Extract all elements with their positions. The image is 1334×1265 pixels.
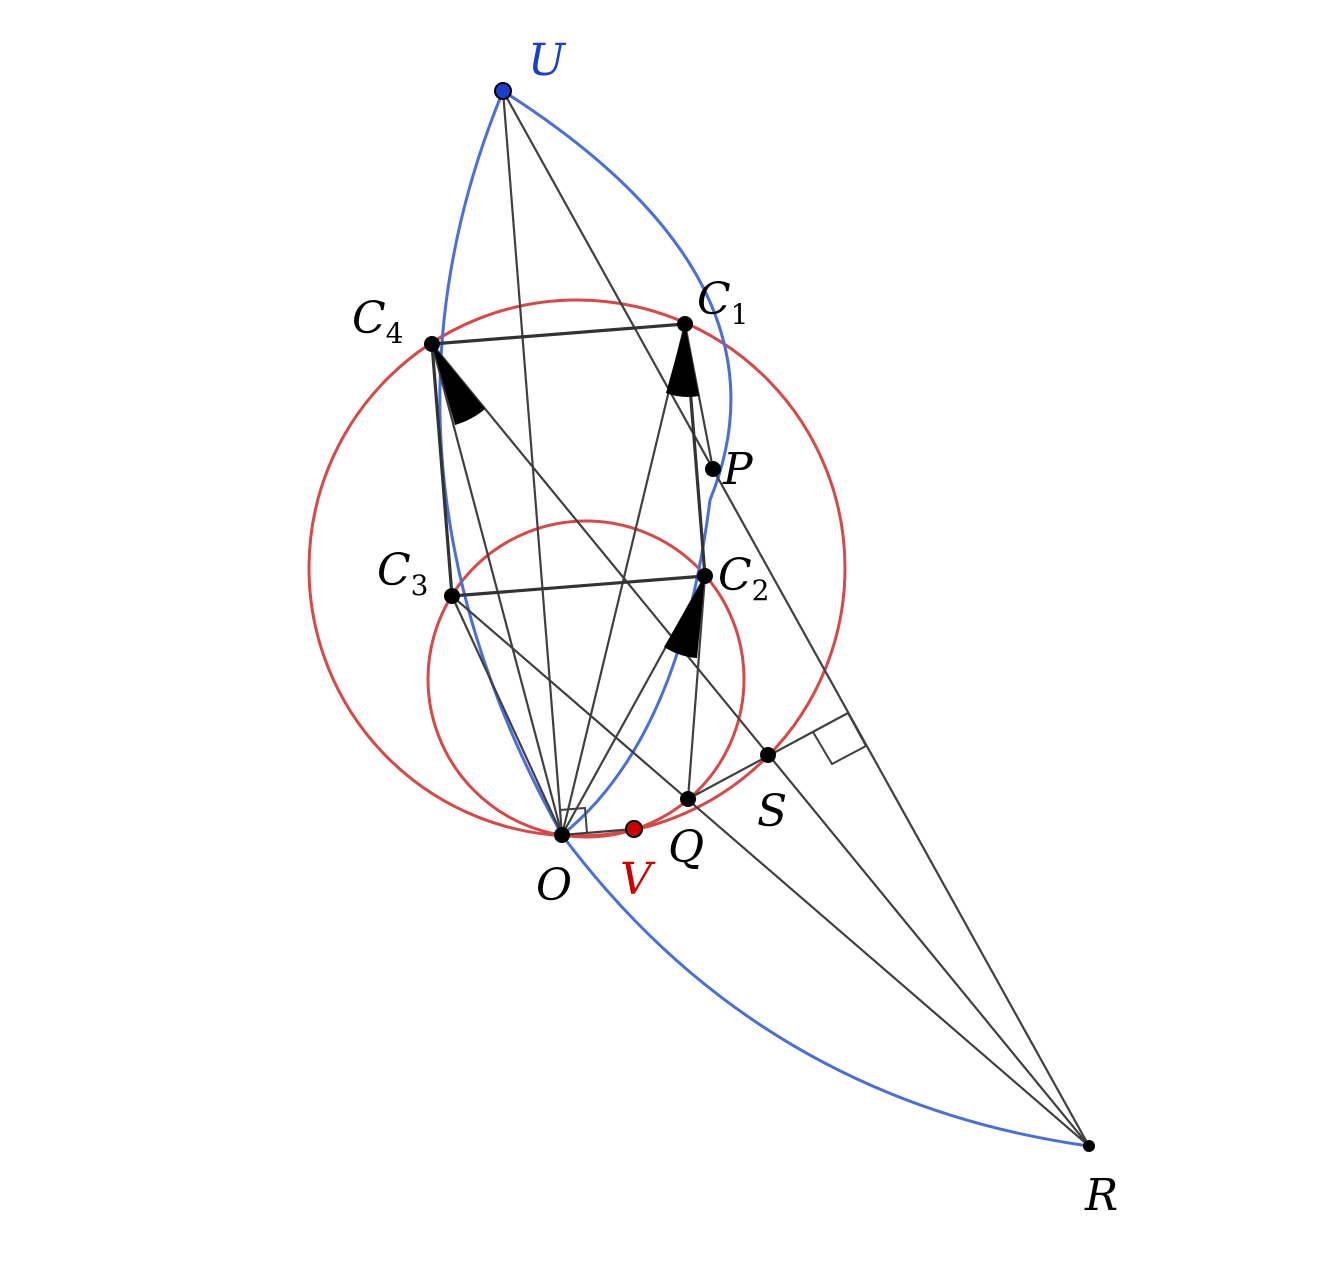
right-angle-marker-O (559, 806, 588, 834)
blue-arc-left (438, 90, 564, 836)
segment-C4-O (430, 343, 564, 836)
label-C4: C4 (352, 293, 404, 350)
segment-C4-R (431, 343, 1090, 1147)
angle-marker-C2 (664, 576, 705, 658)
angle-marker-C1 (666, 324, 699, 397)
label-C1: C1 (697, 274, 749, 331)
segment-C4-C1 (431, 322, 686, 346)
point-C3 (444, 588, 460, 604)
point-P (705, 461, 721, 477)
label-C2: C2 (718, 550, 770, 607)
small-red-circle (426, 519, 746, 839)
point-S (760, 747, 776, 763)
segment-U-R (502, 90, 1090, 1147)
label-C3: C3 (377, 545, 429, 602)
segment-C3-C2 (451, 574, 706, 598)
label-O: O (536, 860, 572, 911)
segment-U-O (501, 90, 564, 836)
thick-segments (430, 322, 707, 598)
blue-arc-bottom (560, 834, 1090, 1148)
segment-C3-R (451, 595, 1090, 1147)
label-R: R (1084, 1170, 1118, 1221)
thin-segments (430, 90, 1090, 1147)
point-C1 (677, 316, 693, 332)
point-Q (680, 791, 696, 807)
right-angle-marker-foot (812, 712, 868, 766)
point-O (554, 827, 570, 843)
label-S: S (757, 786, 787, 837)
segment-C3-O (451, 595, 563, 836)
point-R (1083, 1140, 1095, 1152)
blue-arc-right (502, 89, 733, 837)
label-U: U (528, 35, 567, 86)
point-V (625, 820, 643, 838)
point-C2 (697, 568, 713, 584)
segment-C2-Q (686, 575, 707, 800)
label-P: P (722, 444, 754, 495)
angle-marker-C4 (432, 344, 485, 425)
segment-O-V (561, 827, 635, 837)
segment-C4-C3 (430, 343, 454, 597)
point-C4 (424, 336, 440, 352)
label-Q: Q (668, 822, 704, 873)
segment-C1-O (560, 323, 687, 836)
label-V: V (620, 854, 656, 905)
point-U (494, 82, 512, 100)
